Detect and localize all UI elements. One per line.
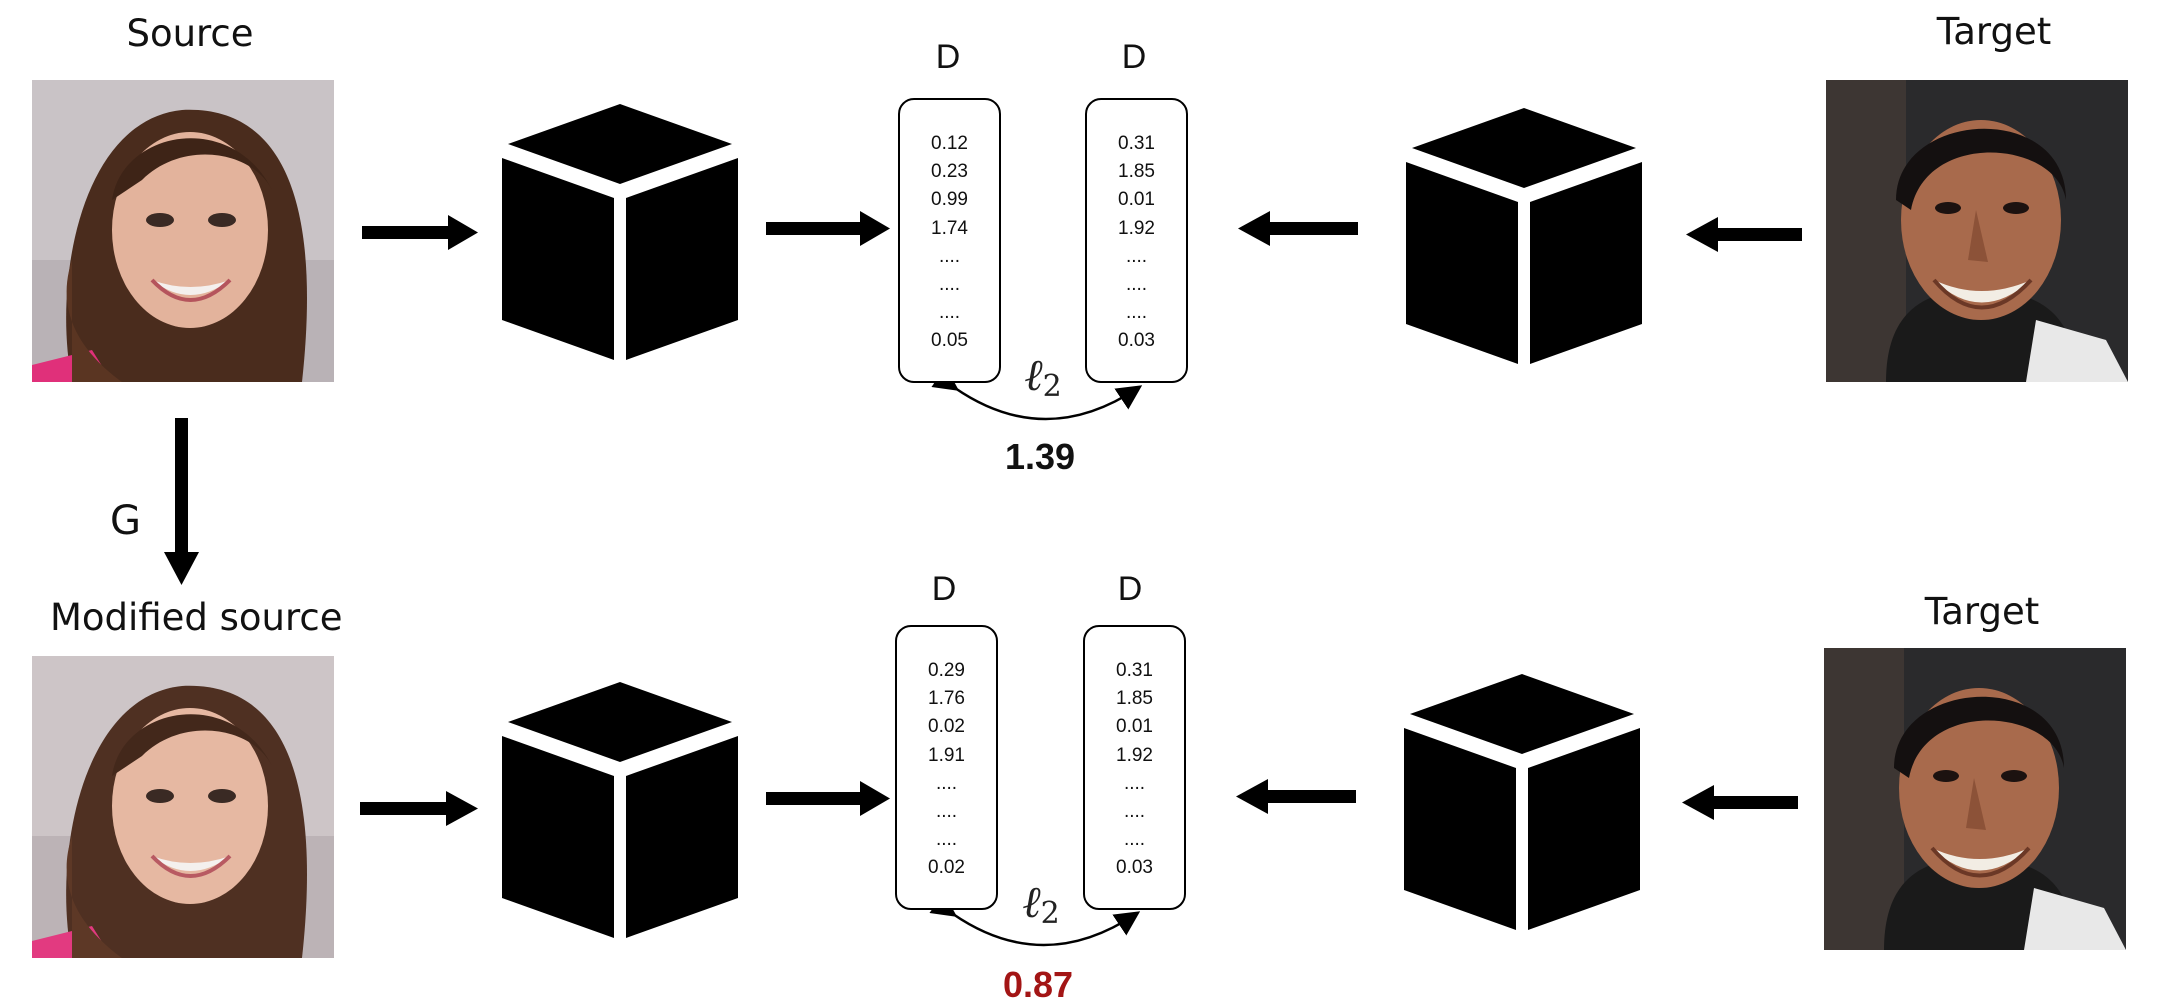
- arrow-target-to-model-top: [1686, 217, 1802, 252]
- model-cube-icon: [1404, 674, 1640, 930]
- vector-value: 1.92: [1118, 217, 1155, 239]
- man-face-photo-icon: [1824, 648, 2126, 950]
- vector-value: 0.29: [928, 660, 965, 681]
- woman-face-photo-icon: [32, 80, 334, 382]
- source-label: Source: [126, 12, 254, 55]
- metric-subscript: 2: [1040, 896, 1060, 931]
- arrow-model-to-vector-right-bottom: [1236, 779, 1356, 814]
- distance-value-bottom: 0.87: [1002, 964, 1074, 1005]
- embedding-vector-target-bottom: 0.31 1.85 0.01 1.92 .... .... .... 0.03: [1083, 625, 1186, 910]
- model-cube-icon: [502, 682, 738, 938]
- vector-value: ....: [938, 302, 961, 324]
- vector-value: 0.99: [931, 189, 968, 211]
- metric-symbol: ℓ: [1022, 877, 1041, 928]
- vector-value: 0.02: [928, 716, 965, 738]
- target-photo-bottom: [1824, 648, 2126, 950]
- arrow-source-to-model-top: [362, 215, 478, 250]
- vector-value: ....: [938, 273, 961, 295]
- vector-value: 0.01: [1118, 189, 1155, 211]
- vector-value: ....: [938, 245, 961, 267]
- vector-value: ....: [935, 772, 958, 794]
- vector-value: ....: [1125, 302, 1148, 324]
- vector-value: ....: [935, 800, 958, 822]
- vector-value: 0.23: [931, 161, 968, 183]
- model-cube-icon: [1406, 108, 1642, 364]
- modified-source-label: Modified source: [50, 596, 343, 639]
- vector-values: 0.31 1.85 0.01 1.92 .... .... .... 0.03: [1085, 657, 1184, 883]
- distance-value-top: 1.39: [1004, 436, 1076, 477]
- vector-value: 0.03: [1118, 330, 1155, 352]
- metric-symbol: ℓ: [1024, 350, 1043, 401]
- man-face-photo-icon: [1826, 80, 2128, 382]
- discriminator-label: D: [931, 570, 957, 608]
- embedding-vector-source: 0.12 0.23 0.99 1.74 .... .... .... 0.05: [898, 98, 1001, 383]
- arrow-target-to-model-bottom: [1682, 785, 1798, 820]
- source-photo: [32, 80, 334, 382]
- vector-value: ....: [1125, 245, 1148, 267]
- l2-metric-label-top: ℓ2: [1024, 350, 1061, 404]
- target-label-bottom: Target: [1924, 590, 2040, 633]
- discriminator-label: D: [1121, 38, 1147, 76]
- generator-arrow: [164, 418, 199, 585]
- vector-values: 0.12 0.23 0.99 1.74 .... .... .... 0.05: [900, 130, 999, 356]
- l2-connector-top: [931, 366, 1143, 421]
- model-cube-icon: [502, 104, 738, 360]
- vector-value: ....: [1123, 772, 1146, 794]
- metric-subscript: 2: [1042, 369, 1062, 404]
- vector-values: 0.31 1.85 0.01 1.92 .... .... .... 0.03: [1087, 130, 1186, 356]
- l2-connector-bottom: [929, 892, 1141, 947]
- vector-value: 1.76: [928, 688, 965, 710]
- discriminator-label: D: [935, 38, 961, 76]
- vector-value: 0.31: [1116, 660, 1153, 681]
- vector-value: ....: [935, 829, 958, 851]
- target-photo-top: [1826, 80, 2128, 382]
- arrow-model-to-vector-bottom: [766, 781, 890, 816]
- vector-value: 1.85: [1116, 688, 1153, 710]
- vector-value: 1.91: [928, 744, 965, 766]
- vector-value: ....: [1125, 273, 1148, 295]
- embedding-vector-target: 0.31 1.85 0.01 1.92 .... .... .... 0.03: [1085, 98, 1188, 383]
- target-label-top: Target: [1936, 10, 2052, 53]
- vector-value: ....: [1123, 800, 1146, 822]
- vector-values: 0.29 1.76 0.02 1.91 .... .... .... 0.02: [897, 657, 996, 883]
- vector-value: ....: [1123, 829, 1146, 851]
- woman-face-photo-icon: [32, 656, 334, 958]
- arrow-source-to-model-bottom: [360, 791, 478, 826]
- vector-value: 0.31: [1118, 133, 1155, 154]
- vector-value: 0.02: [928, 857, 965, 879]
- embedding-vector-modified-source: 0.29 1.76 0.02 1.91 .... .... .... 0.02: [895, 625, 998, 910]
- l2-metric-label-bottom: ℓ2: [1022, 877, 1059, 931]
- arrow-model-to-vector-top: [766, 211, 890, 246]
- vector-value: 1.85: [1118, 161, 1155, 183]
- discriminator-label: D: [1117, 570, 1143, 608]
- generator-label: G: [110, 498, 141, 544]
- vector-value: 1.92: [1116, 744, 1153, 766]
- vector-value: 0.01: [1116, 716, 1153, 738]
- vector-value: 1.74: [931, 217, 968, 239]
- arrow-model-to-vector-right-top: [1238, 211, 1358, 246]
- vector-value: 0.12: [931, 133, 968, 154]
- vector-value: 0.03: [1116, 857, 1153, 879]
- modified-source-photo: [32, 656, 334, 958]
- vector-value: 0.05: [931, 330, 968, 352]
